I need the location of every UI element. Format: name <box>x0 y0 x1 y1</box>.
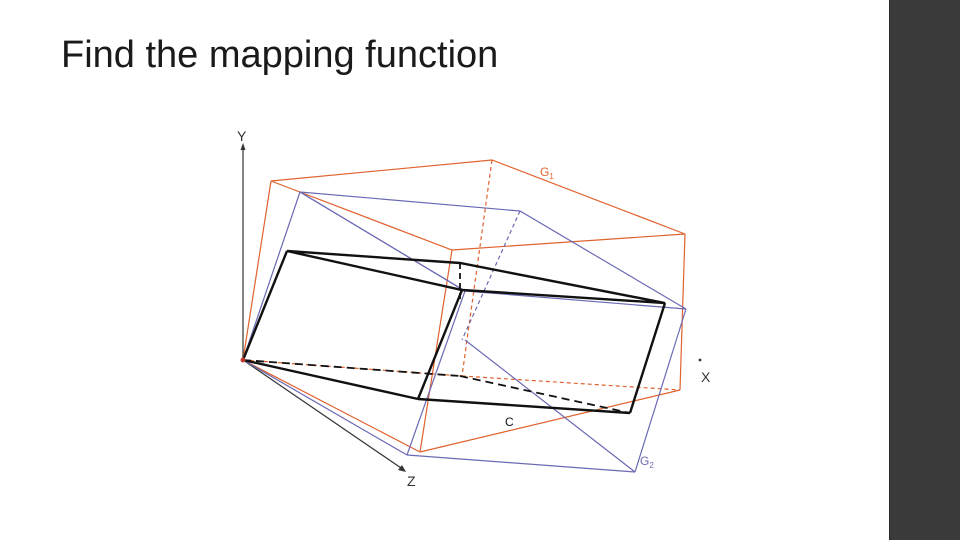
x-axis-marker <box>698 358 702 362</box>
slide-title: Find the mapping function <box>61 34 499 76</box>
g2-edge-front <box>406 290 466 456</box>
g1-bottom-right <box>419 389 681 453</box>
c-label: C <box>505 415 514 429</box>
z-axis-label: Z <box>407 473 416 489</box>
g2-bottom-left <box>242 359 408 456</box>
y-axis-label: Y <box>237 128 247 144</box>
g2-edge-right <box>634 308 687 473</box>
g1-hidden-bottom-right <box>461 375 681 391</box>
g2-hidden-vertical <box>461 210 521 341</box>
c-edge-front <box>416 289 464 400</box>
g1-edge-front <box>419 249 453 453</box>
c-bottom-front <box>417 397 631 415</box>
g2-label: G2 <box>640 454 654 470</box>
g1-bottom-left <box>242 359 421 453</box>
origin-point <box>240 357 246 363</box>
g1-top-face <box>270 159 686 251</box>
g1-label: G1 <box>540 165 554 181</box>
side-bar-edge <box>889 0 890 540</box>
c-edge-right <box>628 302 667 414</box>
axes <box>240 143 702 472</box>
y-axis-arrow <box>240 143 246 150</box>
c-hidden-bottom-right <box>459 375 631 414</box>
box-c <box>241 249 667 415</box>
c-bottom-left <box>242 358 419 401</box>
g2-diagonal-2 <box>464 339 636 473</box>
side-bar <box>889 0 960 540</box>
z-axis <box>242 359 405 471</box>
z-axis-arrow <box>398 465 406 472</box>
c-hidden-bottom <box>242 359 461 377</box>
g2-diagonal-1 <box>299 191 466 292</box>
g2-bottom-front <box>406 454 636 473</box>
g2-edge-left <box>242 191 301 361</box>
g1-edge-left-back <box>242 180 272 361</box>
box-g2 <box>242 191 687 473</box>
x-axis-label: X <box>701 369 711 385</box>
box-g1 <box>242 159 686 453</box>
c-edge-left <box>241 250 289 361</box>
c-top-face <box>286 249 666 305</box>
g1-edge-right <box>679 233 686 391</box>
g1-hidden-vertical <box>461 159 493 377</box>
